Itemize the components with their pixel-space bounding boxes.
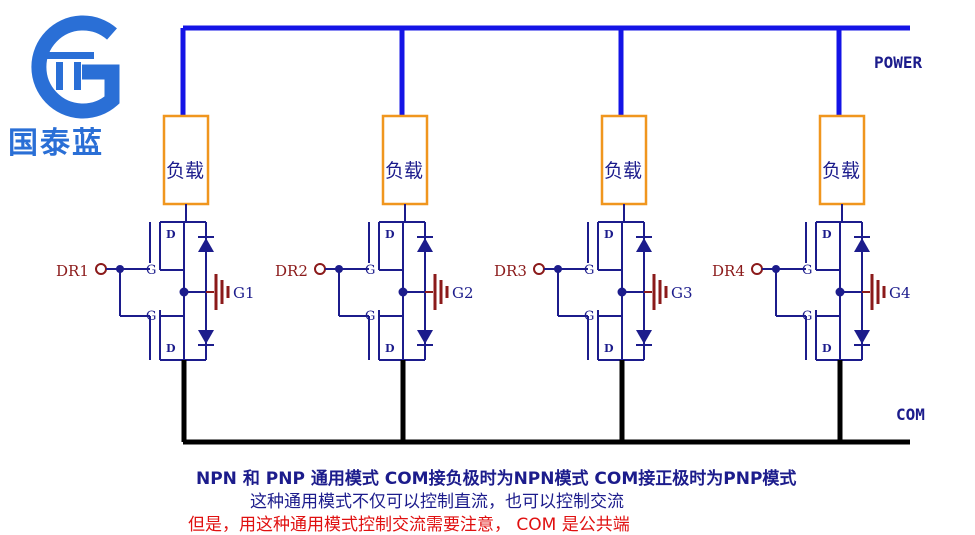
input-terminal bbox=[533, 263, 545, 275]
load-box bbox=[381, 114, 429, 206]
gate-pin-label: G bbox=[584, 263, 594, 278]
gate-pin-label: G bbox=[365, 309, 375, 324]
gate-pin-label: G bbox=[365, 263, 375, 278]
drain-pin-label: D bbox=[166, 228, 176, 241]
drain-pin-label: D bbox=[385, 228, 395, 241]
gate-label: G1 bbox=[233, 284, 255, 302]
drain-pin-label: D bbox=[385, 342, 395, 355]
gate-cap-symbol bbox=[206, 274, 230, 310]
load-label: 负载 bbox=[166, 160, 204, 182]
lower-diode bbox=[417, 330, 433, 344]
lower-diode bbox=[198, 330, 214, 344]
upper-diode bbox=[417, 238, 433, 252]
input-label: DR2 bbox=[275, 262, 308, 280]
gate-cap-symbol bbox=[644, 274, 668, 310]
drain-pin-label: D bbox=[604, 342, 614, 355]
gate-pin-label: G bbox=[146, 309, 156, 324]
com-label: COM bbox=[896, 405, 925, 424]
upper-diode bbox=[636, 238, 652, 252]
gate-label: G3 bbox=[671, 284, 693, 302]
caption-line-1: NPN 和 PNP 通用模式 COM接负极时为NPN模式 COM接正极时为PNP… bbox=[196, 469, 797, 489]
gate-label: G4 bbox=[889, 284, 911, 302]
gate-label: G2 bbox=[452, 284, 474, 302]
logo-mark bbox=[31, 15, 120, 119]
load-box bbox=[162, 114, 210, 206]
logo-text: 国泰蓝 bbox=[8, 126, 104, 161]
input-label: DR1 bbox=[56, 262, 89, 280]
caption-line-2: 这种通用模式不仅可以控制直流，也可以控制交流 bbox=[250, 492, 624, 512]
caption-line-3: 但是，用这种通用模式控制交流需要注意， COM 是公共端 bbox=[188, 515, 630, 535]
gate-pin-label: G bbox=[146, 263, 156, 278]
input-terminal bbox=[751, 263, 763, 275]
input-label: DR4 bbox=[712, 262, 745, 280]
gate-cap-symbol bbox=[425, 274, 449, 310]
load-label: 负载 bbox=[822, 160, 860, 182]
lower-diode bbox=[636, 330, 652, 344]
gate-pin-label: G bbox=[584, 309, 594, 324]
input-terminal bbox=[95, 263, 107, 275]
upper-diode bbox=[854, 238, 870, 252]
lower-diode bbox=[854, 330, 870, 344]
gate-pin-label: G bbox=[802, 263, 812, 278]
gate-cap-symbol bbox=[862, 274, 886, 310]
drain-pin-label: D bbox=[822, 228, 832, 241]
upper-diode bbox=[198, 238, 214, 252]
drain-pin-label: D bbox=[822, 342, 832, 355]
power-label: POWER bbox=[874, 53, 923, 72]
load-label: 负载 bbox=[385, 160, 423, 182]
input-label: DR3 bbox=[494, 262, 527, 280]
load-label: 负载 bbox=[604, 160, 642, 182]
drain-pin-label: D bbox=[166, 342, 176, 355]
input-terminal bbox=[314, 263, 326, 275]
drain-pin-label: D bbox=[604, 228, 614, 241]
load-box bbox=[818, 114, 866, 206]
gate-pin-label: G bbox=[802, 309, 812, 324]
